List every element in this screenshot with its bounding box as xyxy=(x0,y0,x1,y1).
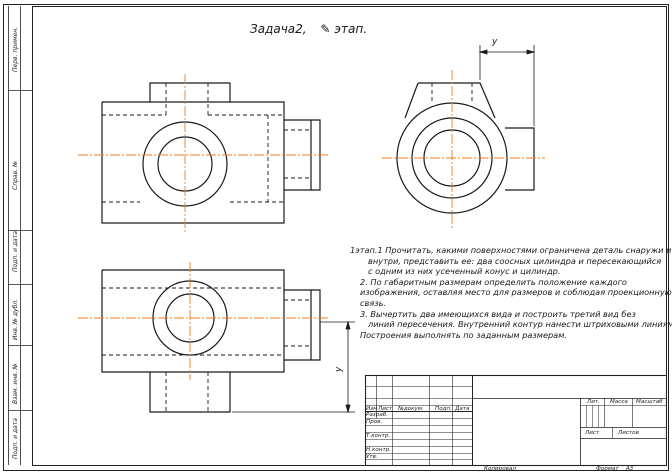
side-label-dup-inv: Инв. № дубл. xyxy=(12,298,19,340)
front-hidden-lines xyxy=(102,83,311,203)
side-hidden-lines xyxy=(431,83,473,104)
inner-frame xyxy=(32,6,667,466)
side-label-sign-date-2: Подп. и дата xyxy=(12,418,19,459)
tb-col-change: Изм xyxy=(366,406,378,412)
task-instructions: 1этап.1 Прочитать, какими поверхностями … xyxy=(350,245,672,340)
dimension-bottom xyxy=(232,320,355,414)
title-block-lines xyxy=(364,374,668,467)
task-line: 2. По габаритным размерам определить пол… xyxy=(360,276,627,287)
side-label-reference: Справ. № xyxy=(12,160,19,190)
tb-col-sign: Подп. xyxy=(435,406,452,412)
task-line: внутри, представить ее: два соосных цили… xyxy=(368,255,662,266)
tb-row-approved: Утв. xyxy=(366,454,378,460)
tb-scale: Масштаб xyxy=(636,399,663,405)
tb-col-sheet: Лист xyxy=(378,406,393,412)
side-view xyxy=(396,82,535,214)
tb-lit: Лит. xyxy=(587,399,600,405)
left-strip xyxy=(8,6,32,465)
pencil-icon: ✎ xyxy=(320,22,331,36)
tb-sheets: Листов xyxy=(618,430,639,436)
tb-row-checked: Пров. xyxy=(366,419,383,425)
top-hidden-lines xyxy=(102,287,311,412)
tb-row-developed: Разраб. xyxy=(366,412,388,418)
page-title: Задача2, ✎этап. xyxy=(250,22,367,36)
task-line: линий пересечения. Внутренний контур нан… xyxy=(368,319,672,330)
tb-col-doc: №докум. xyxy=(398,406,424,412)
tb-format-value: А3 xyxy=(625,466,634,472)
tb-sheet: Лист xyxy=(585,430,600,436)
top-view xyxy=(101,269,321,413)
front-axes xyxy=(78,74,330,232)
task-line: 3. Вычертить два имеющихся вида и постро… xyxy=(360,308,636,319)
task-line: с одним из них усеченный конус и цилиндр… xyxy=(368,266,561,277)
dimension-label-top: y xyxy=(492,37,498,47)
task-line: Построения выполнять по заданным размера… xyxy=(360,329,567,340)
tb-row-tcontrol: Т.контр. xyxy=(366,433,391,439)
task-number: Задача2, xyxy=(250,22,307,36)
task-line: 1этап.1 Прочитать, какими поверхностями … xyxy=(350,245,672,255)
tb-col-date: Дата xyxy=(455,406,470,412)
tb-mass: Масса xyxy=(610,399,628,405)
task-line: изображения, оставляя место для размеров… xyxy=(360,287,672,298)
stage-word: этап. xyxy=(334,22,368,36)
front-view xyxy=(101,82,321,224)
dimension-top xyxy=(478,45,536,126)
top-axes xyxy=(78,262,330,380)
side-label-sign-date-1: Подп. и дата xyxy=(12,231,19,272)
dimension-label-bottom: y xyxy=(334,366,344,372)
outer-frame xyxy=(3,4,669,471)
tb-copied: Копировал xyxy=(484,466,516,472)
side-axes xyxy=(382,70,545,230)
tb-format: Формат xyxy=(596,466,619,472)
side-label-repl-inv: Взам. инв. № xyxy=(12,363,19,404)
task-line: связь. xyxy=(360,297,387,308)
side-label-first-use: Перв. примен. xyxy=(12,26,19,72)
tb-format-label: Формат А3 xyxy=(596,466,633,472)
tb-row-ncontrol: Н.контр. xyxy=(366,447,392,453)
